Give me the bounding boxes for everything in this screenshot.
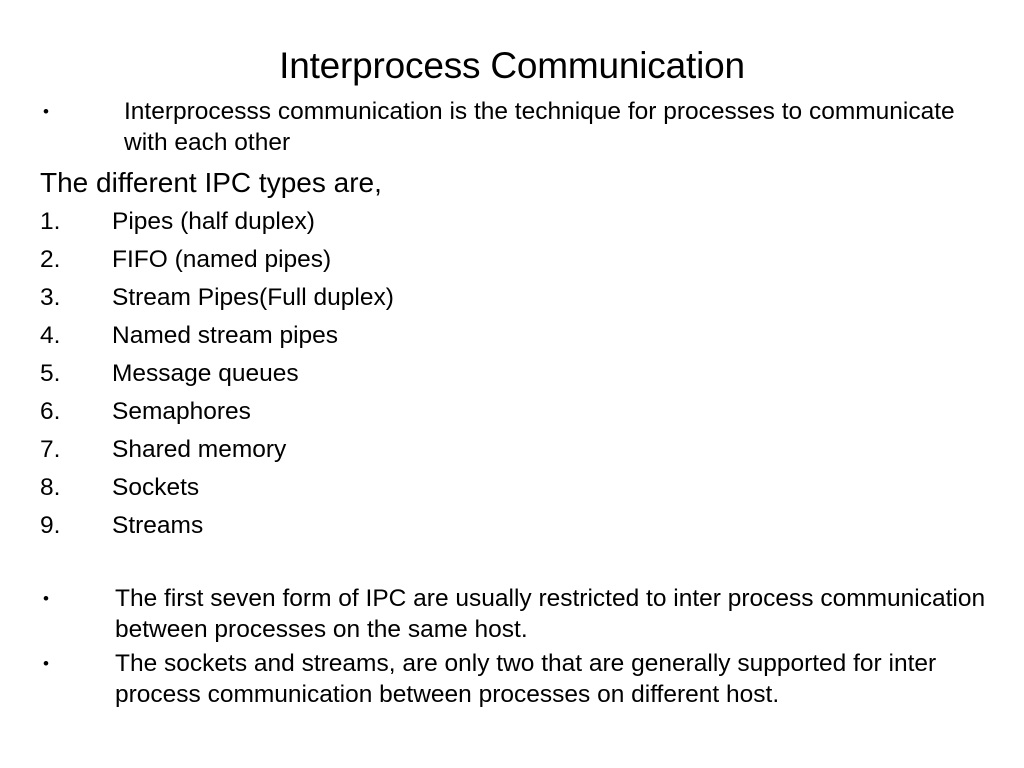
list-item-number: 3. xyxy=(40,284,61,311)
list-item-number: 8. xyxy=(40,474,61,501)
list-item: 5. Message queues xyxy=(40,355,1000,393)
list-item-label: Semaphores xyxy=(112,398,251,425)
list-item: 7. Shared memory xyxy=(40,431,1000,469)
bullet-icon: • xyxy=(43,654,49,673)
notes-list: • The first seven form of IPC are usuall… xyxy=(40,583,1000,710)
list-item: 4. Named stream pipes xyxy=(40,317,1000,355)
list-item: 9. Streams xyxy=(40,507,1000,545)
list-item-number: 9. xyxy=(40,512,61,539)
list-item-number: 2. xyxy=(40,246,61,273)
note-bullet-row: • The first seven form of IPC are usuall… xyxy=(40,583,1000,645)
list-item-label: Pipes (half duplex) xyxy=(112,208,315,235)
list-item-label: FIFO (named pipes) xyxy=(112,246,332,273)
page-title: Interprocess Communication xyxy=(279,45,745,86)
list-notes-spacer xyxy=(40,545,1000,583)
intro-bullet-row: • Interprocesss communication is the tec… xyxy=(40,96,1000,158)
list-item-label: Shared memory xyxy=(112,436,287,463)
list-item-number: 5. xyxy=(40,360,61,387)
ipc-types-list: 1. Pipes (half duplex) 2. FIFO (named pi… xyxy=(40,203,1000,545)
list-item-number: 4. xyxy=(40,322,61,349)
list-item-label: Streams xyxy=(112,512,204,539)
list-item-label: Message queues xyxy=(112,360,299,387)
list-item: 1. Pipes (half duplex) xyxy=(40,203,1000,241)
list-item-label: Sockets xyxy=(112,474,200,501)
list-item: 6. Semaphores xyxy=(40,393,1000,431)
note-bullet-row: • The sockets and streams, are only two … xyxy=(40,648,1000,710)
list-item-number: 7. xyxy=(40,436,61,463)
list-item-number: 6. xyxy=(40,398,61,425)
bullet-icon: • xyxy=(43,102,49,121)
bullet-icon: • xyxy=(43,589,49,608)
slide-body: • Interprocesss communication is the tec… xyxy=(40,96,1000,713)
note-bullet-text: The first seven form of IPC are usually … xyxy=(115,585,986,643)
list-item-label: Stream Pipes(Full duplex) xyxy=(112,284,394,311)
list-item: 8. Sockets xyxy=(40,469,1000,507)
list-item-number: 1. xyxy=(40,208,61,235)
list-item: 3. Stream Pipes(Full duplex) xyxy=(40,279,1000,317)
ipc-types-subheading: The different IPC types are, xyxy=(40,167,382,198)
note-bullet-text: The sockets and streams, are only two th… xyxy=(115,650,937,708)
intro-bullet-text: Interprocesss communication is the techn… xyxy=(124,98,955,156)
list-item: 2. FIFO (named pipes) xyxy=(40,241,1000,279)
list-item-label: Named stream pipes xyxy=(112,322,339,349)
intro-paragraph-group: • Interprocesss communication is the tec… xyxy=(40,96,1000,158)
